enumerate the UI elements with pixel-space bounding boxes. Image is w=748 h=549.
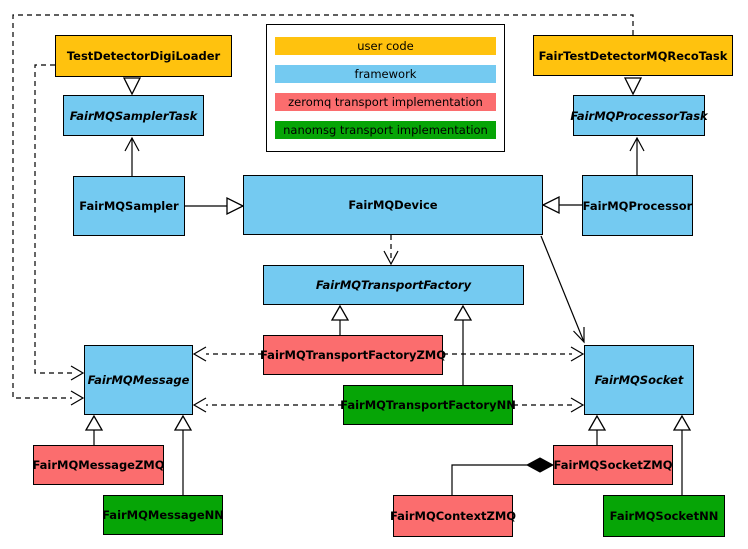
edge-fairmqmessagenn-inherits-fairmqmessage — [173, 414, 193, 495]
class-box-fairmqsocket: FairMQSocket — [584, 345, 694, 415]
edge-fairmqtransportfactoryzmq-inherits-fairmqtransportfactory — [330, 304, 350, 335]
edge-testdetectordigiloader-inherits-fairmqsamplertask — [122, 77, 142, 96]
class-box-testdetectordigiloader: TestDetectorDigiLoader — [55, 35, 232, 77]
class-label-fairtestdetectormqrecotask: FairTestDetectorMQRecoTask — [538, 48, 728, 63]
edge-fairmqprocessor-to-fairmqprocessortask — [629, 136, 645, 175]
edge-fairtestdetectormqrecotask-depends-fairmqmessage — [12, 14, 634, 406]
edge-fairmqsampler-inherits-fairmqdevice — [185, 196, 245, 216]
edge-fairmqtransportfactorynn-depends-fairmqsocket — [513, 397, 585, 413]
legend-item-zeromq: zeromq transport implementation — [275, 93, 496, 111]
legend-label-zeromq: zeromq transport implementation — [288, 95, 483, 109]
class-box-fairmqcontextzmq: FairMQContextZMQ — [389, 495, 517, 537]
legend-item-nanomsg: nanomsg transport implementation — [275, 121, 496, 139]
class-label-fairmqdevice: FairMQDevice — [348, 198, 438, 212]
class-box-fairmqsampler: FairMQSampler — [73, 176, 185, 236]
class-box-fairmqtransportfactorynn: FairMQTransportFactoryNN — [340, 385, 516, 425]
edge-fairmqsocketzmq-inherits-fairmqsocket — [587, 414, 607, 445]
class-box-fairmqsamplertask: FairMQSamplerTask — [63, 95, 204, 136]
legend-item-user-code: user code — [275, 37, 496, 55]
class-label-fairmqsamplertask: FairMQSamplerTask — [69, 108, 198, 123]
class-label-fairmqmessagezmq: FairMQMessageZMQ — [32, 458, 165, 472]
edge-fairmqdevice-depends-fairmqtransportfactory — [383, 235, 399, 266]
class-box-fairmqprocessor: FairMQProcessor — [582, 175, 693, 236]
class-label-fairmqcontextzmq: FairMQContextZMQ — [389, 509, 517, 523]
class-box-fairmqsocketzmq: FairMQSocketZMQ — [553, 445, 673, 485]
edge-fairtestdetectormqrecotask-inherits-fairmqprocessortask — [623, 77, 643, 96]
class-label-fairmqsocketzmq: FairMQSocketZMQ — [553, 458, 673, 472]
class-label-fairmqtransportfactoryzmq: FairMQTransportFactoryZMQ — [260, 348, 447, 362]
class-box-fairmqmessagezmq: FairMQMessageZMQ — [32, 445, 165, 485]
edge-fairmqsocketnn-inherits-fairmqsocket — [672, 414, 692, 495]
class-box-fairmqmessagenn: FairMQMessageNN — [102, 495, 224, 535]
class-label-fairmqprocessor: FairMQProcessor — [582, 198, 693, 213]
edge-fairmqtransportfactoryzmq-depends-fairmqsocket — [443, 346, 585, 362]
edge-testdetectordigiloader-depends-fairmqmessage — [34, 64, 85, 381]
class-box-fairmqtransportfactoryzmq: FairMQTransportFactoryZMQ — [260, 335, 447, 375]
legend-label-framework: framework — [354, 67, 417, 81]
edge-fairmqdevice-to-fairmqsocket — [540, 235, 585, 344]
class-box-fairmqprocessortask: FairMQProcessorTask — [570, 95, 708, 136]
edge-fairmqtransportfactorynn-inherits-fairmqtransportfactory — [453, 304, 473, 385]
legend: user code framework zeromq transport imp… — [266, 24, 505, 152]
class-box-fairtestdetectormqrecotask: FairTestDetectorMQRecoTask — [533, 35, 733, 76]
edge-fairmqprocessor-inherits-fairmqdevice — [541, 195, 582, 215]
edge-fairmqsocketzmq-composes-fairmqcontextzmq — [451, 457, 555, 495]
edge-fairmqtransportfactoryzmq-depends-fairmqmessage — [192, 346, 263, 362]
class-label-testdetectordigiloader: TestDetectorDigiLoader — [66, 49, 221, 63]
class-label-fairmqprocessortask: FairMQProcessorTask — [570, 108, 708, 123]
class-box-fairmqsocketnn: FairMQSocketNN — [603, 495, 725, 537]
class-label-fairmqsocket: FairMQSocket — [594, 373, 684, 387]
class-box-fairmqdevice: FairMQDevice — [243, 175, 543, 235]
class-box-fairmqmessage: FairMQMessage — [84, 345, 193, 415]
edge-fairmqmessagezmq-inherits-fairmqmessage — [84, 414, 104, 445]
class-label-fairmqmessage: FairMQMessage — [87, 373, 190, 387]
class-label-fairmqtransportfactorynn: FairMQTransportFactoryNN — [340, 398, 516, 412]
class-label-fairmqmessagenn: FairMQMessageNN — [102, 508, 224, 522]
edge-fairmqtransportfactorynn-depends-fairmqmessage — [192, 397, 343, 413]
class-box-fairmqtransportfactory: FairMQTransportFactory — [263, 265, 524, 305]
class-label-fairmqsampler: FairMQSampler — [79, 199, 179, 213]
legend-item-framework: framework — [275, 65, 496, 83]
legend-label-nanomsg: nanomsg transport implementation — [283, 123, 488, 137]
legend-label-user-code: user code — [357, 39, 414, 53]
edge-fairmqsampler-to-fairmqsamplertask — [124, 136, 140, 176]
class-label-fairmqsocketnn: FairMQSocketNN — [609, 509, 719, 523]
class-label-fairmqtransportfactory: FairMQTransportFactory — [315, 278, 472, 292]
